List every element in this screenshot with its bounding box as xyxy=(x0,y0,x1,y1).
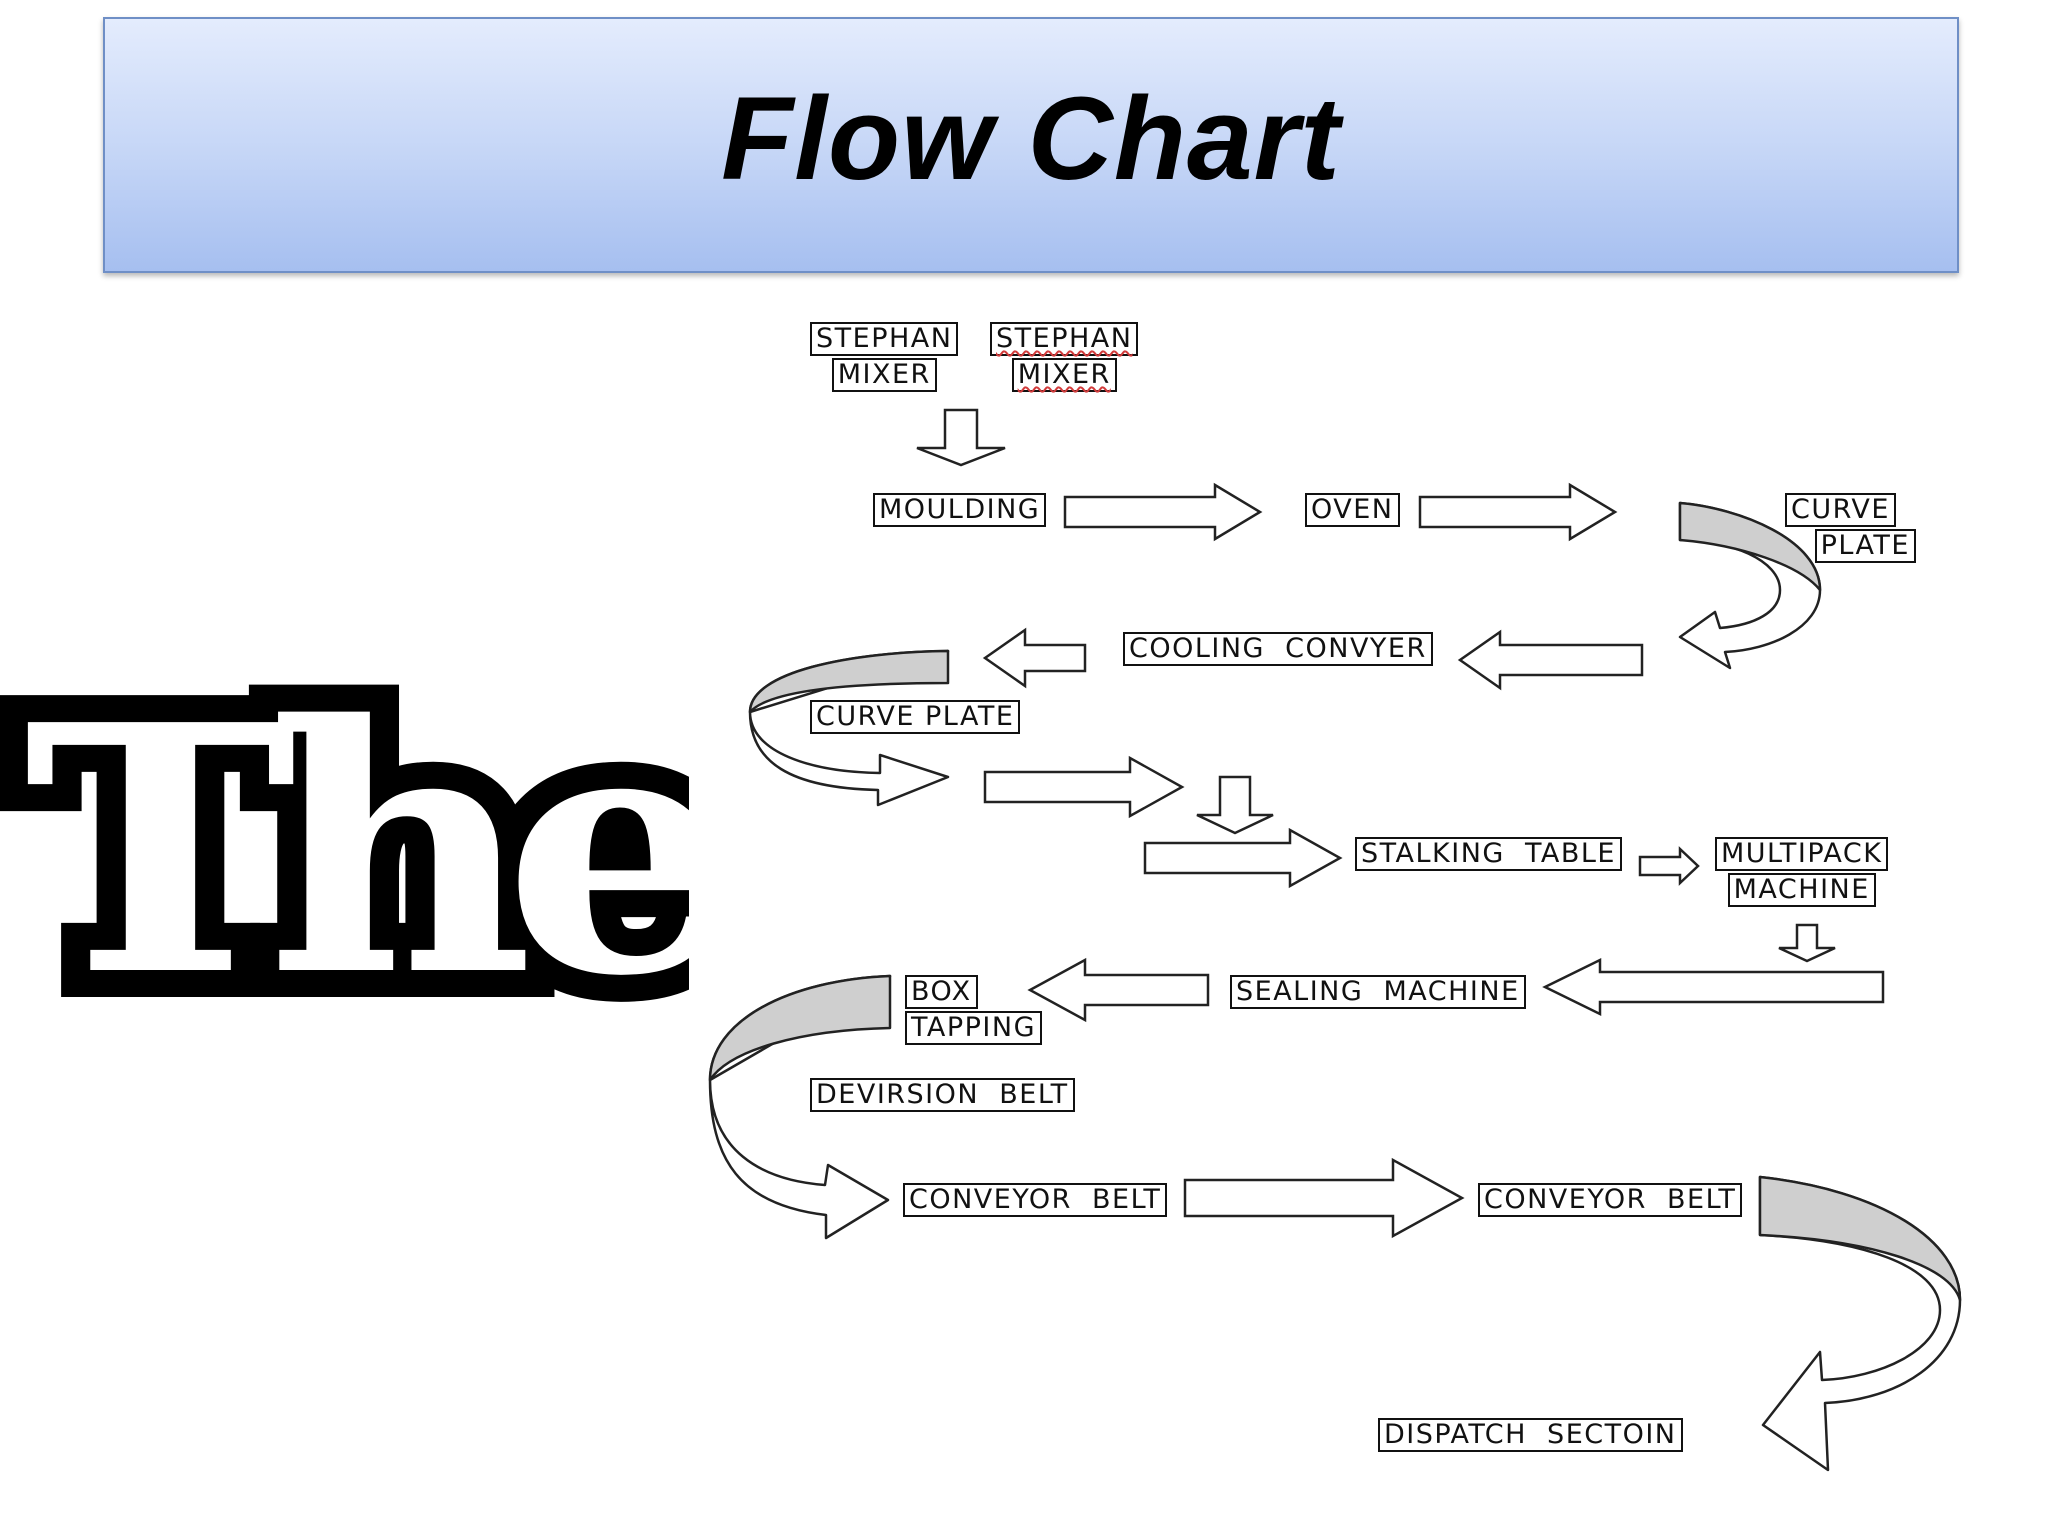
label-cooling-conveyor: COOLING CONVYER xyxy=(1123,632,1433,666)
title-banner: Flow Chart xyxy=(103,17,1959,273)
label-line: CONVEYOR BELT xyxy=(1478,1183,1743,1217)
curve-band xyxy=(748,649,950,714)
label-box-tapping: BOX TAPPING xyxy=(905,975,1043,1045)
label-stephan-mixer-1: STEPHAN MIXER xyxy=(810,322,959,392)
left-arrow-icon xyxy=(1457,629,1644,691)
down-arrow-icon xyxy=(916,408,1006,467)
label-conveyor-belt-1: CONVEYOR BELT xyxy=(903,1183,1168,1217)
left-arrow-icon xyxy=(1027,957,1210,1023)
label-line: STEPHAN xyxy=(990,322,1139,356)
the-logo-image: The xyxy=(0,640,700,1040)
label-stalking-table: STALKING TABLE xyxy=(1355,837,1622,871)
the-logo-text: The xyxy=(24,652,700,1040)
right-arrow-icon xyxy=(1063,482,1263,542)
label-line: STALKING TABLE xyxy=(1355,837,1622,871)
page-title: Flow Chart xyxy=(721,73,1341,205)
label-line: DEVIRSION BELT xyxy=(810,1078,1075,1112)
right-arrow-icon xyxy=(1183,1157,1465,1239)
right-arrow-icon xyxy=(1418,482,1618,542)
right-arrow-icon xyxy=(983,755,1185,819)
label-line: COOLING CONVYER xyxy=(1123,632,1433,666)
label-line: BOX xyxy=(905,975,978,1009)
label-line: OVEN xyxy=(1305,493,1400,527)
label-line: STEPHAN xyxy=(810,322,959,356)
label-line: MIXER xyxy=(831,358,937,392)
down-arrow-icon xyxy=(1778,923,1836,963)
label-dispatch-section: DISPATCH SECTOIN xyxy=(1378,1418,1683,1452)
label-stephan-mixer-2: STEPHAN MIXER xyxy=(990,322,1139,392)
label-deviation-belt: DEVIRSION BELT xyxy=(810,1078,1075,1112)
curve-band xyxy=(1678,501,1822,592)
curve-band xyxy=(708,974,892,1082)
label-line: CURVE xyxy=(1785,493,1896,527)
label-oven: OVEN xyxy=(1305,493,1400,527)
label-line: CONVEYOR BELT xyxy=(903,1183,1168,1217)
left-arrow-icon xyxy=(982,627,1087,689)
label-curve-plate-2: CURVE PLATE xyxy=(810,700,1021,734)
label-line: DISPATCH SECTOIN xyxy=(1378,1418,1683,1452)
down-arrow-icon xyxy=(1196,775,1274,835)
label-line: PLATE xyxy=(1814,529,1916,563)
label-curve-plate-1: CURVE PLATE xyxy=(1785,493,1916,563)
left-arrow-icon xyxy=(1542,957,1885,1017)
label-line: SEALING MACHINE xyxy=(1230,975,1526,1009)
curve-band xyxy=(1758,1175,1962,1302)
label-conveyor-belt-2: CONVEYOR BELT xyxy=(1478,1183,1743,1217)
label-sealing-machine: SEALING MACHINE xyxy=(1230,975,1526,1009)
label-line: CURVE PLATE xyxy=(810,700,1021,734)
label-line: MULTIPACK xyxy=(1715,837,1889,871)
label-line: MIXER xyxy=(1011,358,1117,392)
label-line: MACHINE xyxy=(1727,873,1876,907)
label-line: TAPPING xyxy=(905,1011,1043,1045)
label-moulding: MOULDING xyxy=(873,493,1047,527)
label-multipack-machine: MULTIPACK MACHINE xyxy=(1715,837,1889,907)
right-arrow-icon xyxy=(1638,846,1700,886)
label-line: MOULDING xyxy=(873,493,1047,527)
right-arrow-icon xyxy=(1143,827,1343,889)
